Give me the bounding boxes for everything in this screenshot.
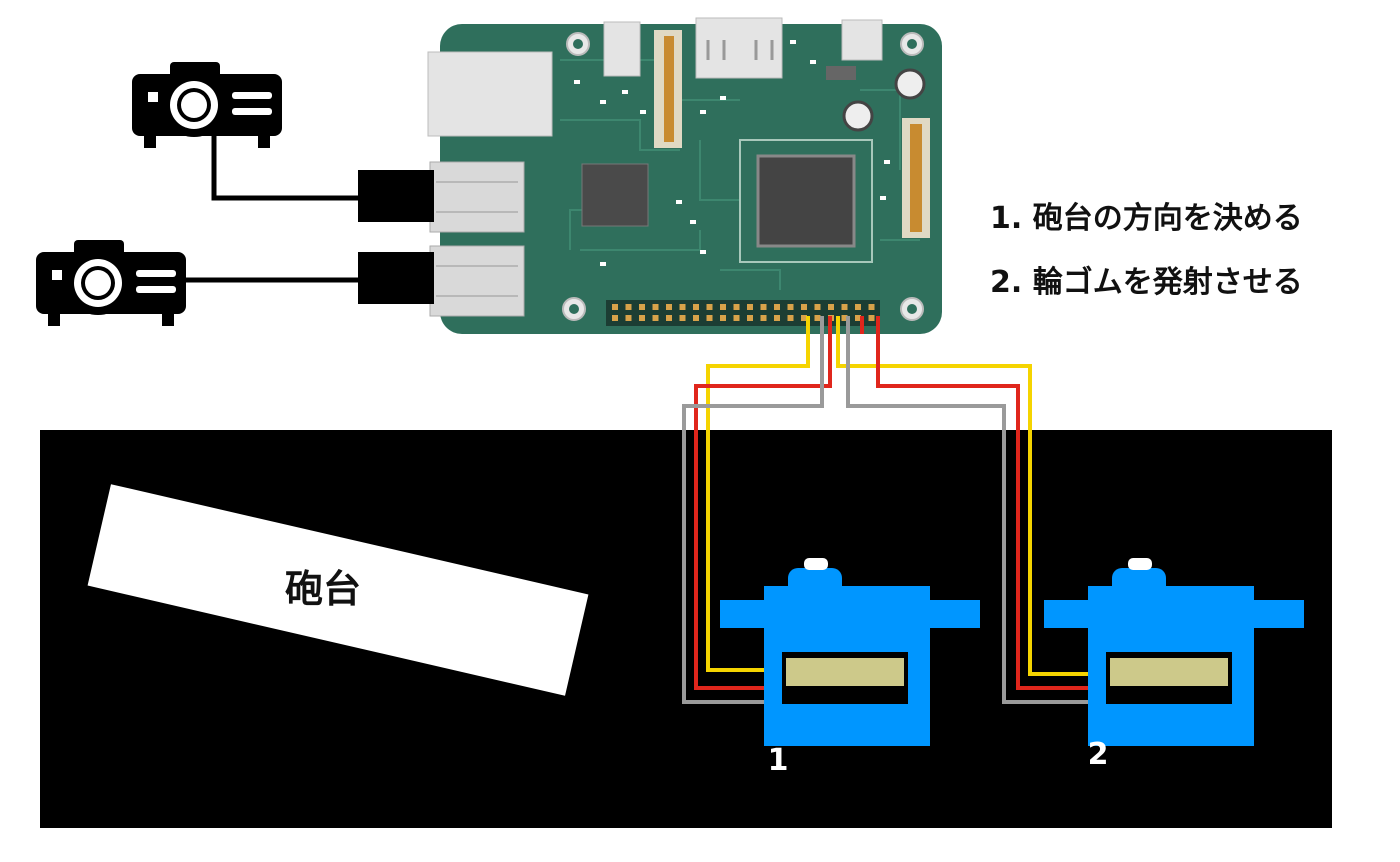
- gpio-pin: [612, 304, 618, 310]
- gpio-pin: [747, 304, 753, 310]
- gpio-pin: [801, 315, 807, 321]
- turret-box: 砲台: [87, 484, 589, 696]
- gpio-pin: [787, 315, 794, 321]
- gpio-pin: [814, 315, 821, 321]
- servo-1: 1: [720, 558, 980, 778]
- gpio-pin: [787, 304, 794, 310]
- gpio-pin: [720, 315, 726, 321]
- gpio-pin: [720, 304, 726, 310]
- gpio-pin: [679, 304, 686, 310]
- wires: [682, 316, 1090, 704]
- gpio-pin: [706, 304, 713, 310]
- gpio-pin: [747, 315, 753, 321]
- gpio-pin: [652, 304, 659, 310]
- projector-cable-1: [211, 126, 434, 222]
- gpio-pin: [733, 304, 740, 310]
- gpio-pin: [855, 315, 861, 321]
- gpio-pin: [652, 315, 659, 321]
- gpio-pin: [841, 315, 848, 321]
- gpio-pin: [814, 304, 821, 310]
- gpio-pin: [774, 304, 780, 310]
- gpio-pin: [760, 304, 767, 310]
- wire-gray-2: [846, 316, 1090, 704]
- wire-gray-1: [682, 316, 824, 704]
- wire-yellow-1: [706, 316, 810, 672]
- projector-icon: [132, 62, 282, 148]
- wire-yellow-2: [836, 316, 1090, 676]
- servo-label-2: 2: [1088, 737, 1109, 772]
- gpio-pin: [706, 315, 713, 321]
- gpio-pin: [612, 315, 618, 321]
- gpio-pin: [760, 315, 767, 321]
- gpio-pin: [625, 315, 632, 321]
- gpio-pin: [679, 315, 686, 321]
- gpio-pin: [841, 304, 848, 310]
- step-2: 2. 輪ゴムを発射させる: [990, 265, 1303, 300]
- gpio-pin: [693, 315, 699, 321]
- step-1: 1. 砲台の方向を決める: [990, 201, 1303, 236]
- raspberry-pi-board: [427, 17, 942, 334]
- gpio-pin: [801, 304, 807, 310]
- turret-label: 砲台: [285, 567, 361, 611]
- gpio-pin: [639, 315, 645, 321]
- projector-cable-2: [180, 252, 434, 304]
- gpio-pin: [868, 304, 875, 310]
- wire-red-1: [694, 316, 832, 690]
- wire-red-2: [876, 316, 1090, 690]
- gpio-pin: [693, 304, 699, 310]
- gpio-pin: [868, 315, 875, 321]
- servo-2: 2: [1044, 558, 1304, 772]
- gpio-pin: [855, 304, 861, 310]
- gpio-pin: [666, 315, 672, 321]
- gpio-pin: [625, 304, 632, 310]
- gpio-pin: [828, 304, 834, 310]
- gpio-pin: [774, 315, 780, 321]
- gpio-pin: [639, 304, 645, 310]
- gpio-pin: [733, 315, 740, 321]
- gpio-pin: [666, 304, 672, 310]
- projector-icon: [36, 240, 186, 326]
- servo-label-1: 1: [768, 743, 789, 778]
